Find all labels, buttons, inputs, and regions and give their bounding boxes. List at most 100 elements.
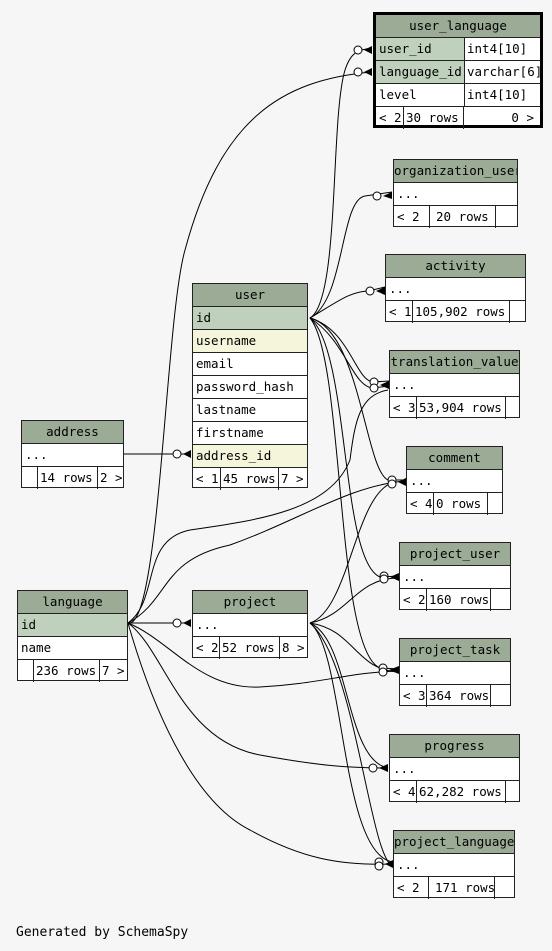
row-count: 364 rows: [427, 685, 491, 707]
edge-user-project_task: [309, 317, 400, 670]
edge-language-translation_value: [127, 389, 389, 624]
edge-language-user_language: [127, 71, 373, 624]
table-footer: 236 rows 7 >: [18, 660, 127, 682]
table-translation_value[interactable]: translation_value ... < 3 53,904 rows: [389, 350, 520, 419]
row-count: 236 rows: [34, 660, 100, 682]
row-count: 62,282 rows: [417, 781, 506, 803]
parents-count[interactable]: < 2: [394, 206, 430, 228]
row-count: 53,904 rows: [417, 397, 506, 419]
edge-language-comment: [127, 480, 407, 624]
column-row: level int4[10]: [376, 84, 540, 107]
parents-count[interactable]: < 1: [193, 468, 221, 490]
column-row: email: [193, 353, 307, 376]
edge-project-project_language-2: [309, 622, 394, 867]
columns-ellipsis: ...: [400, 662, 510, 685]
table-footer: 14 rows 2 >: [22, 467, 123, 489]
table-language[interactable]: language id name 236 rows 7 >: [17, 590, 128, 682]
table-project[interactable]: project ... < 2 52 rows 8 >: [192, 590, 308, 659]
table-header: comment: [407, 447, 502, 470]
table-header: project: [193, 591, 307, 614]
column-type: varchar[6]: [465, 61, 540, 83]
columns-ellipsis: ...: [394, 854, 514, 877]
table-user_language[interactable]: user_language user_id int4[10] language_…: [373, 12, 543, 129]
edge-language-project_task: [127, 622, 400, 688]
children-count[interactable]: 7 >: [102, 663, 125, 678]
parents-count[interactable]: < 3: [400, 685, 427, 707]
columns-ellipsis: ...: [400, 566, 510, 589]
edge-user-user_language: [309, 47, 373, 319]
parents-count[interactable]: < 4: [407, 493, 434, 515]
table-header: language: [18, 591, 127, 614]
column-row: language_id varchar[6]: [376, 61, 540, 84]
edge-project-project_user: [309, 577, 400, 624]
parents-count[interactable]: < 2: [394, 877, 429, 899]
row-count: 171 rows: [429, 877, 495, 899]
parents-count[interactable]: [22, 467, 38, 489]
children-count[interactable]: [506, 397, 519, 419]
table-progress[interactable]: progress ... < 4 62,282 rows: [389, 734, 520, 803]
column-row: address_id: [193, 445, 307, 468]
column-row: firstname: [193, 422, 307, 445]
column-type: int4[10]: [467, 87, 528, 102]
parents-count[interactable]: < 2: [376, 107, 404, 129]
children-count[interactable]: [488, 493, 502, 515]
children-count[interactable]: [495, 877, 514, 899]
table-project_task[interactable]: project_task ... < 3 364 rows: [399, 638, 511, 707]
table-header: project_language: [394, 831, 514, 854]
edge-project-project_language: [309, 622, 394, 863]
table-header: activity: [386, 255, 525, 278]
parents-count[interactable]: < 4: [390, 781, 417, 803]
parents-count[interactable]: < 2: [193, 637, 220, 659]
row-count: 20 rows: [430, 206, 496, 228]
columns-ellipsis: ...: [193, 614, 307, 637]
table-footer: < 1 45 rows 7 >: [193, 468, 307, 490]
table-project_language[interactable]: project_language ... < 2 171 rows: [393, 830, 515, 899]
column-row: username: [193, 330, 307, 353]
table-footer: < 2 52 rows 8 >: [193, 637, 307, 659]
children-count[interactable]: [496, 206, 517, 228]
table-footer: < 4 62,282 rows: [390, 781, 519, 803]
column-name: level: [379, 87, 417, 102]
edge-user-organization_user: [309, 191, 393, 319]
columns-ellipsis: ...: [394, 183, 517, 206]
table-organization_user[interactable]: organization_user ... < 2 20 rows: [393, 159, 518, 228]
table-project_user[interactable]: project_user ... < 2 160 rows: [399, 542, 511, 611]
table-footer: < 2 20 rows: [394, 206, 517, 228]
parents-count[interactable]: < 3: [390, 397, 417, 419]
column-row: id: [193, 307, 307, 330]
column-type: int4[10]: [467, 41, 528, 56]
table-comment[interactable]: comment ... < 4 0 rows: [406, 446, 503, 515]
column-row: lastname: [193, 399, 307, 422]
children-count[interactable]: 2 >: [100, 470, 123, 485]
children-count[interactable]: 7 >: [281, 471, 304, 486]
columns-ellipsis: ...: [22, 444, 123, 467]
parents-count[interactable]: [18, 660, 34, 682]
children-count[interactable]: 0 >: [511, 110, 534, 125]
generated-by-label: Generated by SchemaSpy: [16, 925, 189, 940]
table-footer: < 3 364 rows: [400, 685, 510, 707]
children-count[interactable]: 8 >: [282, 640, 305, 655]
table-address[interactable]: address ... 14 rows 2 >: [21, 420, 124, 489]
columns-ellipsis: ...: [390, 374, 519, 397]
parents-count[interactable]: < 1: [386, 301, 413, 323]
table-footer: < 2 171 rows: [394, 877, 514, 899]
table-header: progress: [390, 735, 519, 758]
children-count[interactable]: [506, 781, 519, 803]
row-count: 160 rows: [427, 589, 491, 611]
row-count: 14 rows: [38, 467, 98, 489]
children-count[interactable]: [491, 589, 510, 611]
column-name: user_id: [379, 41, 432, 56]
children-count[interactable]: [510, 301, 525, 323]
table-header: organization_user: [394, 160, 517, 183]
column-row: id: [18, 614, 127, 637]
column-row: password_hash: [193, 376, 307, 399]
edge-language-progress: [127, 622, 389, 769]
table-activity[interactable]: activity ... < 1 105,902 rows: [385, 254, 526, 323]
edge-language-project_language: [127, 622, 394, 865]
children-count[interactable]: [491, 685, 510, 707]
table-footer: < 2 160 rows: [400, 589, 510, 611]
table-user[interactable]: user id username email password_hash las…: [192, 283, 308, 490]
parents-count[interactable]: < 2: [400, 589, 427, 611]
table-header: user_language: [376, 15, 540, 38]
